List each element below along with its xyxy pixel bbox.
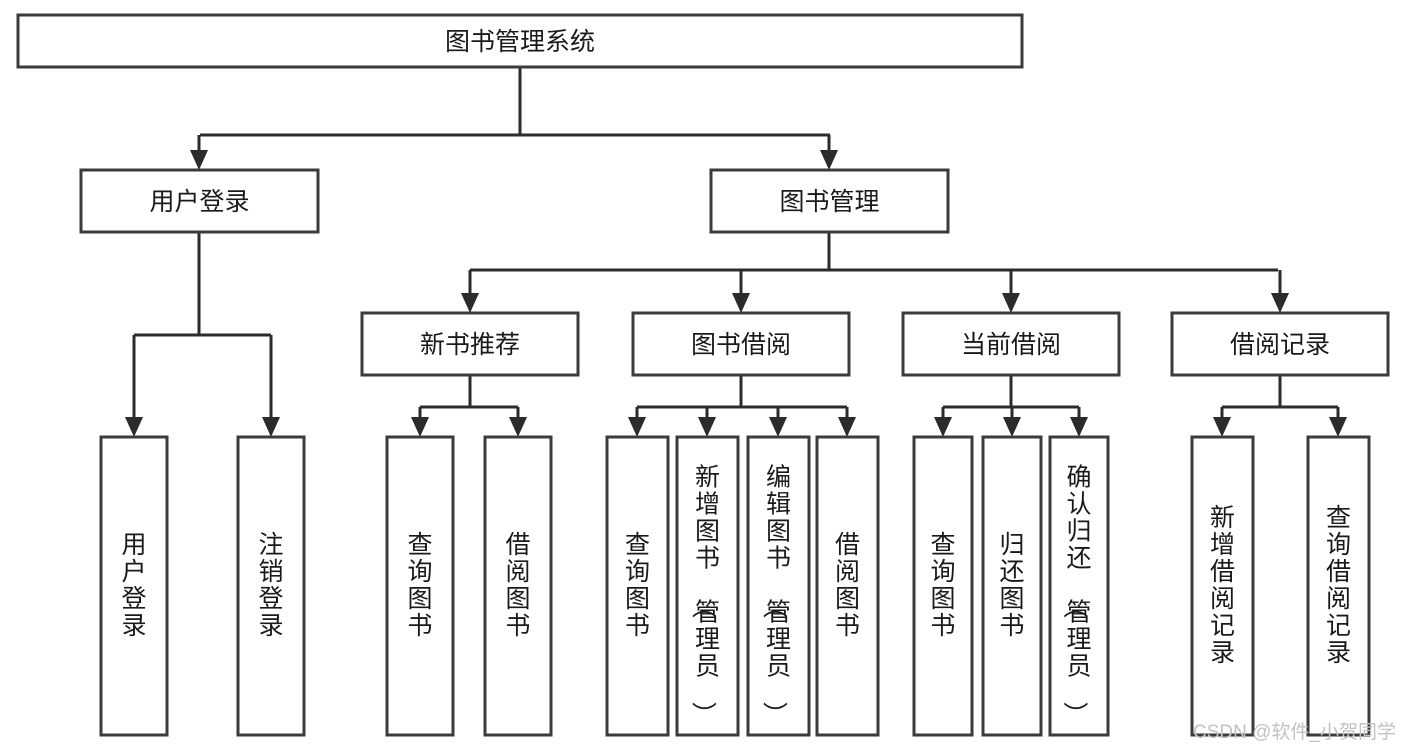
- node-leaf_borrow_book_2[interactable]: 借阅图书: [815, 435, 880, 737]
- node-label-current_borrow: 当前借阅: [961, 331, 1061, 359]
- arrow-to-borrow-record: [1271, 293, 1289, 313]
- node-leaf_query_book_2[interactable]: 查询图书: [605, 435, 670, 737]
- node-leaf_return_book[interactable]: 归还图书: [981, 435, 1043, 737]
- node-label-leaf_add_record: 新增借阅记录: [1210, 504, 1235, 667]
- arrow-to-leaf-query-book-2: [628, 417, 646, 437]
- arrow-to-user-login: [190, 150, 208, 170]
- node-leaf_query_book_3[interactable]: 查询图书: [912, 435, 974, 737]
- node-leaf_query_book_1[interactable]: 查询图书: [385, 435, 455, 737]
- node-leaf_query_record[interactable]: 查询借阅记录: [1306, 435, 1371, 737]
- arrow-to-book-mgmt: [820, 150, 838, 170]
- arrow-to-leaf-borrow-book-1: [509, 417, 527, 437]
- connector-bus-user-login: [134, 232, 271, 337]
- node-box-leaf_user_login[interactable]: [99, 435, 169, 737]
- node-box-leaf_add_record[interactable]: [1190, 435, 1255, 737]
- node-box-leaf_return_book[interactable]: [981, 435, 1043, 737]
- node-label-leaf_query_book_3: 查询图书: [930, 531, 955, 640]
- arrow-to-book-borrow: [732, 293, 750, 313]
- node-box-root[interactable]: [16, 13, 1024, 69]
- node-label-root: 图书管理系统: [445, 28, 595, 56]
- arrow-to-leaf-add-record: [1213, 417, 1231, 437]
- node-leaf_edit_book[interactable]: 编辑图书（管理员）: [746, 435, 811, 737]
- arrow-to-leaf-edit-book: [769, 417, 787, 437]
- arrow-to-leaf-query-record: [1329, 417, 1347, 437]
- node-box-leaf_query_record[interactable]: [1306, 435, 1371, 737]
- connector-bus-root: [200, 67, 830, 137]
- arrow-to-current-borrow: [1002, 293, 1020, 313]
- node-boxes-layer: 图书管理系统用户登录图书管理新书推荐图书借阅当前借阅借阅记录用户登录注销登录查询…: [16, 13, 1390, 737]
- arrow-to-leaf-borrow-book-2: [838, 417, 856, 437]
- node-box-leaf_query_book_2[interactable]: [605, 435, 670, 737]
- node-box-leaf_query_book_3[interactable]: [912, 435, 974, 737]
- node-leaf_logout[interactable]: 注销登录: [236, 435, 306, 737]
- node-root[interactable]: 图书管理系统: [16, 13, 1024, 69]
- node-current_borrow[interactable]: 当前借阅: [901, 311, 1121, 377]
- node-box-book_borrow[interactable]: [631, 311, 851, 377]
- connector-bus-book-mgmt: [470, 232, 1278, 272]
- connector-bus-borrow-record: [1222, 375, 1338, 409]
- node-box-leaf_add_book[interactable]: [675, 435, 740, 737]
- node-book_mgmt[interactable]: 图书管理: [709, 168, 950, 234]
- node-label-leaf_borrow_book_1: 借阅图书: [505, 531, 530, 640]
- node-box-leaf_query_book_1[interactable]: [385, 435, 455, 737]
- node-borrow_record[interactable]: 借阅记录: [1170, 311, 1390, 377]
- arrow-to-leaf-query-book-1: [411, 417, 429, 437]
- node-box-leaf_borrow_book_2[interactable]: [815, 435, 880, 737]
- node-label-leaf_add_book: 新增图书（管理员）: [689, 464, 720, 727]
- arrow-to-leaf-return-book: [1003, 417, 1021, 437]
- node-label-leaf_edit_book: 编辑图书（管理员）: [760, 464, 791, 727]
- arrow-to-leaf-query-book-3: [934, 417, 952, 437]
- node-box-borrow_record[interactable]: [1170, 311, 1390, 377]
- node-box-leaf_logout[interactable]: [236, 435, 306, 737]
- node-label-book_mgmt: 图书管理: [779, 188, 879, 216]
- arrow-to-leaf-confirm-return: [1070, 417, 1088, 437]
- arrow-to-leaf-logout: [262, 417, 280, 437]
- node-new_book_rec[interactable]: 新书推荐: [360, 311, 580, 377]
- node-label-book_borrow: 图书借阅: [691, 331, 791, 359]
- node-box-leaf_edit_book[interactable]: [746, 435, 811, 737]
- node-label-leaf_confirm_return: 确认归还（管理员）: [1060, 464, 1091, 727]
- arrow-to-new-book-rec: [461, 293, 479, 313]
- node-label-borrow_record: 借阅记录: [1230, 331, 1330, 359]
- node-label-user_login: 用户登录: [149, 188, 249, 216]
- node-leaf_add_record[interactable]: 新增借阅记录: [1190, 435, 1255, 737]
- connector-bus-book-borrow: [637, 375, 847, 409]
- arrow-to-leaf-add-book: [698, 417, 716, 437]
- connector-bus-new-book: [420, 375, 518, 409]
- node-label-leaf_user_login: 用户登录: [121, 531, 146, 640]
- connector-bus-current-borrow: [943, 375, 1079, 409]
- arrow-to-leaf-user-login: [125, 417, 143, 437]
- node-label-leaf_logout: 注销登录: [258, 531, 283, 640]
- node-leaf_add_book[interactable]: 新增图书（管理员）: [675, 435, 740, 737]
- arrow-heads-layer: [125, 150, 1347, 437]
- node-label-leaf_return_book: 归还图书: [999, 531, 1024, 640]
- node-box-leaf_confirm_return[interactable]: [1048, 435, 1110, 737]
- node-box-new_book_rec[interactable]: [360, 311, 580, 377]
- node-book_borrow[interactable]: 图书借阅: [631, 311, 851, 377]
- node-leaf_user_login[interactable]: 用户登录: [99, 435, 169, 737]
- node-leaf_borrow_book_1[interactable]: 借阅图书: [483, 435, 553, 737]
- node-box-current_borrow[interactable]: [901, 311, 1121, 377]
- node-label-leaf_query_record: 查询借阅记录: [1326, 504, 1351, 667]
- node-leaf_confirm_return[interactable]: 确认归还（管理员）: [1048, 435, 1110, 737]
- node-label-leaf_borrow_book_2: 借阅图书: [835, 531, 860, 640]
- node-label-leaf_query_book_1: 查询图书: [407, 531, 432, 640]
- node-label-leaf_query_book_2: 查询图书: [625, 531, 650, 640]
- watermark-label: CSDN @软件_小贺同学: [1193, 721, 1396, 743]
- node-box-user_login[interactable]: [79, 168, 320, 234]
- node-user_login[interactable]: 用户登录: [79, 168, 320, 234]
- node-box-leaf_borrow_book_1[interactable]: [483, 435, 553, 737]
- node-box-book_mgmt[interactable]: [709, 168, 950, 234]
- node-label-new_book_rec: 新书推荐: [420, 331, 520, 359]
